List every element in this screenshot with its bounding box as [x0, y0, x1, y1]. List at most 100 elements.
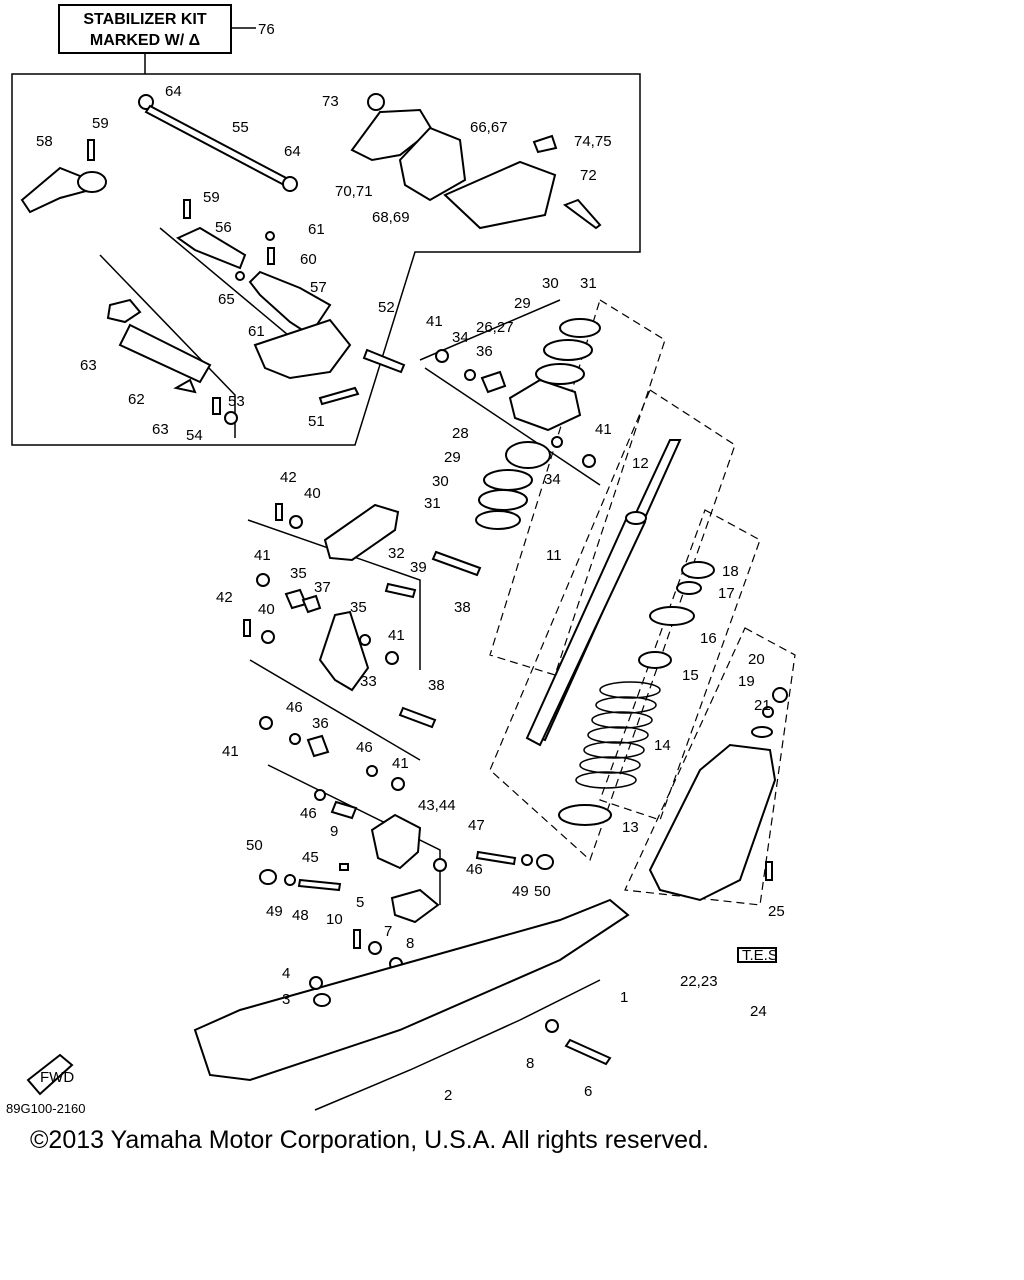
part-8-nut-b — [545, 1019, 559, 1033]
part-47-bolt — [475, 850, 517, 866]
part-52-bolt — [362, 348, 406, 374]
part-42-pin-a — [275, 503, 283, 521]
callout-48: 48 — [292, 907, 309, 924]
part-stabilizer-link — [253, 318, 352, 380]
callout-31-b: 31 — [424, 495, 441, 512]
part-31-seal-a — [559, 318, 601, 338]
part-38-bolt-b — [398, 706, 437, 729]
part-29-washer-b — [483, 469, 533, 491]
part-34-washer-b — [551, 436, 563, 448]
part-46-washer-b — [366, 765, 378, 777]
part-49-washer-b — [521, 854, 533, 866]
part-41-nut-e — [259, 716, 273, 730]
callout-26-27: 26,27 — [476, 319, 514, 336]
part-36-collar-b — [306, 734, 330, 758]
part-51-bolt — [318, 386, 360, 406]
part-68-boot — [398, 126, 467, 202]
callout-34-a: 34 — [452, 329, 469, 346]
callout-38-b: 38 — [428, 677, 445, 694]
callout-6: 6 — [584, 1083, 592, 1100]
part-41-nut-f — [391, 777, 405, 791]
callout-35-b: 35 — [350, 599, 367, 616]
callout-13: 13 — [622, 819, 639, 836]
part-49-washer-a — [284, 874, 296, 886]
callout-31-a: 31 — [580, 275, 597, 292]
callout-45: 45 — [302, 849, 319, 866]
part-59-pin-b — [183, 199, 191, 219]
callout-9: 9 — [330, 823, 338, 840]
callout-8-b: 8 — [526, 1055, 534, 1072]
callout-28: 28 — [452, 425, 469, 442]
stabilizer-kit-frame — [11, 73, 641, 446]
part-9-collar — [330, 800, 358, 820]
part-3-washer — [313, 993, 331, 1007]
callout-16: 16 — [700, 630, 717, 647]
callout-10: 10 — [326, 911, 343, 928]
part-6-bolt — [564, 1038, 612, 1066]
callout-64-a: 64 — [165, 83, 182, 100]
copyright-notice: ©2013 Yamaha Motor Corporation, U.S.A. A… — [30, 1126, 709, 1154]
part-50-cap-b — [536, 854, 554, 870]
callout-76: 76 — [258, 21, 275, 38]
callout-73: 73 — [322, 93, 339, 110]
callout-21: 21 — [754, 697, 771, 714]
shock-shaft-frame — [489, 389, 736, 862]
part-50-cap-a — [259, 869, 277, 885]
callout-3: 3 — [282, 991, 290, 1008]
callout-29-b: 29 — [444, 449, 461, 466]
part-18-cap — [681, 561, 715, 579]
part-58-arm — [20, 166, 92, 214]
part-32-link-plate — [323, 503, 400, 562]
part-15-bump-stop — [638, 651, 672, 669]
callout-24: 24 — [750, 1003, 767, 1020]
part-40-nut-a — [289, 515, 303, 529]
fwd-tag-text: FWD — [40, 1069, 74, 1086]
callout-42-a: 42 — [280, 469, 297, 486]
callout-46-a: 46 — [286, 699, 303, 716]
kit-label-line2: MARKED W/ Δ — [89, 32, 201, 49]
part-19-washer — [762, 706, 774, 718]
callout-38-a: 38 — [454, 599, 471, 616]
callout-40-b: 40 — [258, 601, 275, 618]
callout-34-b: 34 — [544, 471, 561, 488]
callout-35-a: 35 — [290, 565, 307, 582]
callout-54: 54 — [186, 427, 203, 444]
part-72-bolt — [562, 198, 602, 230]
callout-20: 20 — [748, 651, 765, 668]
callout-41-a: 41 — [426, 313, 443, 330]
callout-42-b: 42 — [216, 589, 233, 606]
callout-12: 12 — [632, 455, 649, 472]
part-20-nut — [772, 687, 788, 703]
callout-41-f: 41 — [392, 755, 409, 772]
callout-70-71: 70,71 — [335, 183, 373, 200]
callout-41-b: 41 — [595, 421, 612, 438]
part-10-pin — [353, 929, 361, 949]
callout-47: 47 — [468, 817, 485, 834]
callout-8-a: 8 — [406, 935, 414, 952]
callout-46-d: 46 — [466, 861, 483, 878]
callout-65: 65 — [218, 291, 235, 308]
part-73-nut — [367, 93, 385, 111]
callout-62: 62 — [128, 391, 145, 408]
part-7-nut — [368, 941, 382, 955]
callout-39: 39 — [410, 559, 427, 576]
part-31-seal-b — [475, 510, 521, 530]
callout-4: 4 — [282, 965, 290, 982]
callout-labels: 76 73 64 66,67 74,75 58 59 55 64 70,71 7… — [36, 21, 785, 1104]
part-39-bolt — [384, 582, 417, 599]
callout-41-c: 41 — [254, 547, 271, 564]
fwd-arrow-icon — [26, 1053, 74, 1096]
part-43-spindle — [370, 813, 422, 870]
part-57-arm — [248, 270, 332, 337]
part-29-washer-a — [535, 363, 585, 385]
callout-46-b: 46 — [356, 739, 373, 756]
part-34-washer-a — [464, 369, 476, 381]
callout-30-b: 30 — [432, 473, 449, 490]
callout-2: 2 — [444, 1087, 452, 1104]
callout-63-a: 63 — [80, 357, 97, 374]
callout-41-d: 41 — [388, 627, 405, 644]
callout-68-69: 68,69 — [372, 209, 410, 226]
part-21-washer — [751, 726, 773, 738]
callout-51: 51 — [308, 413, 325, 430]
part-33-link-arm — [318, 610, 370, 692]
